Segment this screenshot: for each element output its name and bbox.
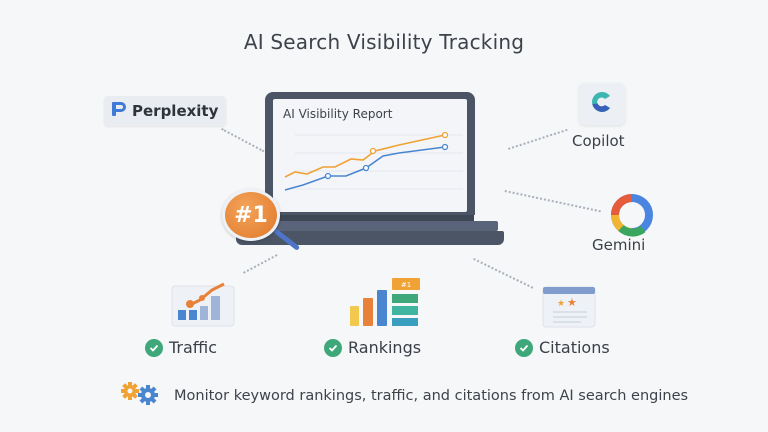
report-window: AI Visibility Report: [273, 99, 467, 212]
feature-label: Traffic: [169, 338, 218, 357]
footer-text: Monitor keyword rankings, traffic, and c…: [174, 388, 689, 404]
connector-traffic: [243, 254, 278, 274]
rankings-bars-icon: #1: [346, 276, 422, 332]
svg-text:★: ★: [557, 299, 565, 309]
gemini-label: Gemini: [592, 236, 646, 254]
perplexity-label: Perplexity: [132, 102, 219, 120]
connector-gemini: [504, 190, 601, 213]
check-icon: [324, 338, 342, 357]
svg-text:★: ★: [567, 296, 577, 309]
feature-rankings: Rankings: [324, 338, 421, 357]
check-icon: [145, 338, 163, 357]
feature-label: Citations: [539, 338, 610, 357]
citations-card-icon: ★ ★: [541, 285, 597, 333]
report-line-chart: [284, 131, 463, 191]
check-icon: [515, 338, 533, 357]
gemini-logo-icon: [609, 192, 655, 242]
copilot-label: Copilot: [572, 132, 625, 150]
perplexity-logo-icon: [110, 100, 128, 122]
feature-traffic: Traffic: [145, 338, 217, 357]
copilot-logo-icon: [588, 88, 616, 120]
connector-copilot: [508, 128, 568, 150]
traffic-chart-icon: [170, 282, 236, 332]
connector-perplexity: [221, 128, 265, 153]
page-title: AI Search Visibility Tracking: [243, 30, 525, 54]
laptop-base: [236, 215, 504, 257]
gears-icon: [118, 381, 168, 411]
footer-caption: Monitor keyword rankings, traffic, and c…: [118, 381, 688, 411]
feature-citations: Citations: [515, 338, 610, 357]
rank-badge: #1: [222, 189, 280, 241]
feature-label: Rankings: [348, 338, 422, 357]
svg-text:#1: #1: [401, 281, 411, 289]
copilot-tile: [579, 83, 625, 125]
laptop-screen: AI Visibility Report: [265, 92, 475, 215]
perplexity-chip: Perplexity: [104, 96, 226, 126]
report-title: AI Visibility Report: [283, 107, 393, 121]
connector-citations: [473, 258, 534, 289]
